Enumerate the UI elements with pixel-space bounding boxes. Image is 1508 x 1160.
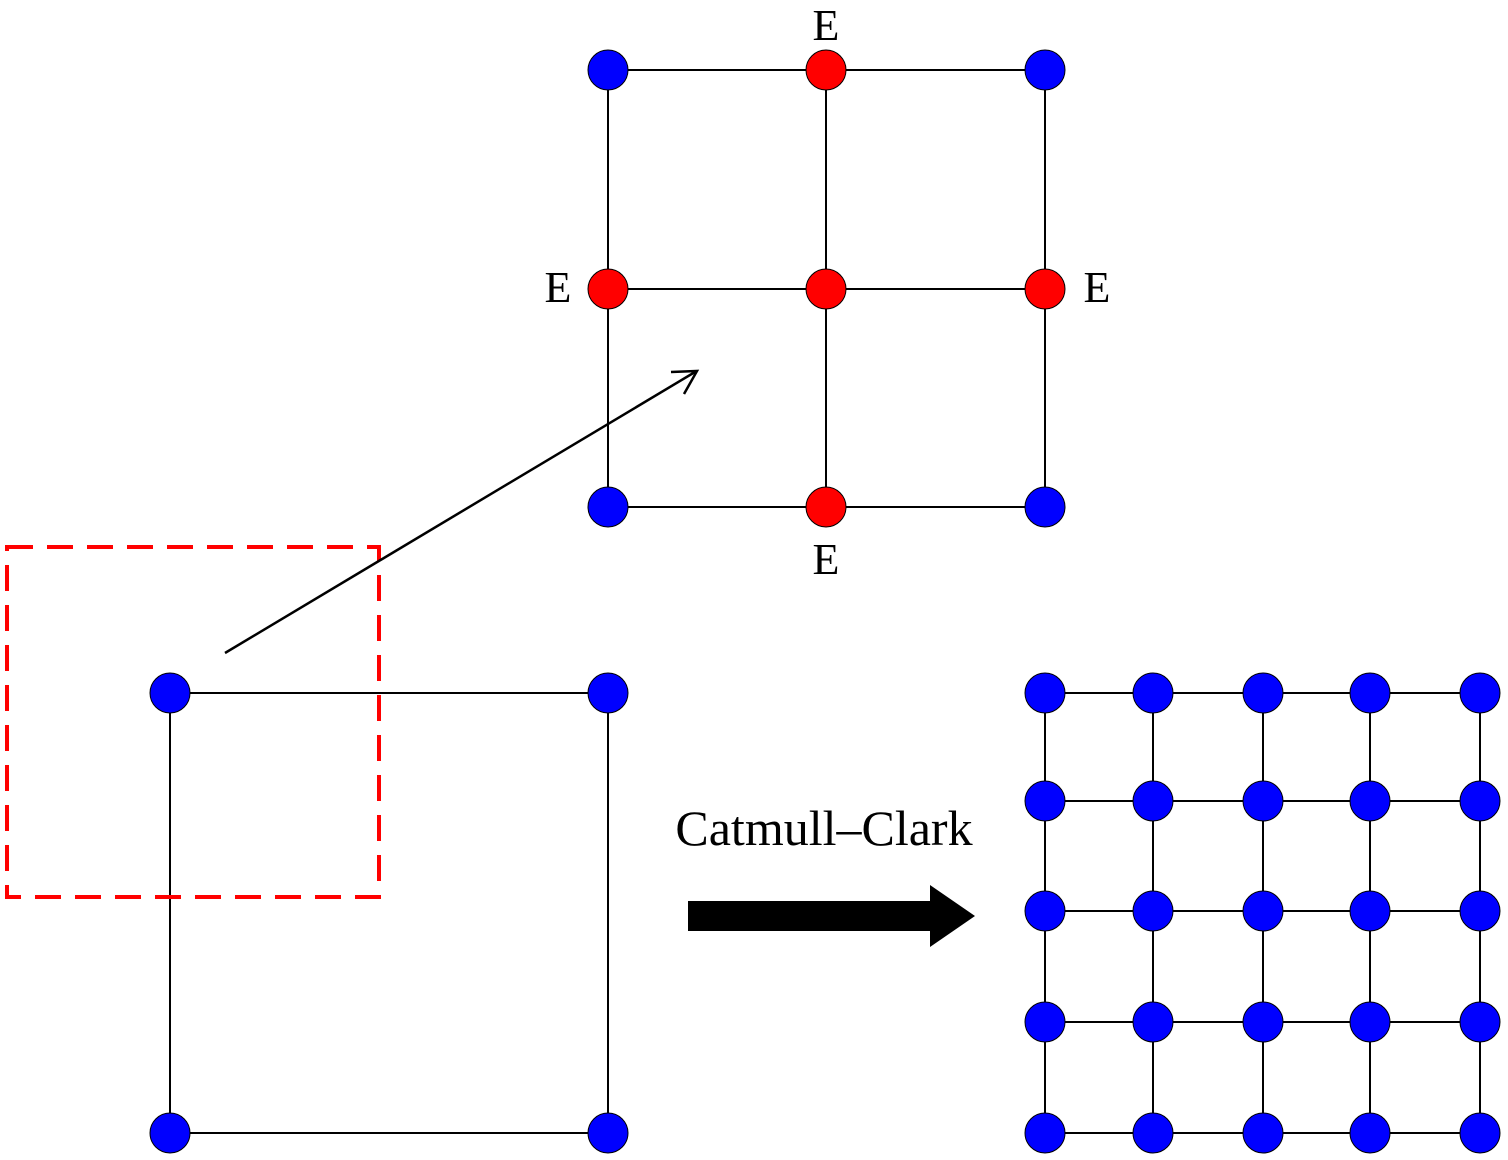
- coarse-vertex: [587, 672, 629, 714]
- refined-vertex: [1132, 1112, 1174, 1154]
- edge-point: [805, 49, 847, 91]
- transform-arrow-icon: [688, 885, 975, 947]
- refined-vertex: [1242, 780, 1284, 822]
- edge-point: [587, 268, 629, 310]
- original-vertex: [587, 486, 629, 528]
- refined-vertex: [1024, 672, 1066, 714]
- refined-vertex: [1024, 780, 1066, 822]
- refined-vertex: [1459, 890, 1501, 932]
- refined-vertex: [1242, 890, 1284, 932]
- highlight-box-layer: [5, 545, 381, 899]
- edge-label-bottom: E: [813, 535, 840, 584]
- refined-vertex: [1459, 1112, 1501, 1154]
- face-point: [805, 268, 847, 310]
- edge-label-right: E: [1084, 263, 1111, 312]
- refined-vertex: [1132, 890, 1174, 932]
- coarse-vertex: [587, 1112, 629, 1154]
- original-vertex: [1024, 49, 1066, 91]
- coarse-vertex: [149, 1112, 191, 1154]
- edge-point: [805, 486, 847, 528]
- refined-vertex: [1132, 672, 1174, 714]
- transform-label: Catmull–Clark: [675, 800, 972, 856]
- refined-vertex: [1349, 890, 1391, 932]
- coarse-vertex: [149, 672, 191, 714]
- zoom-arrowhead: [670, 369, 700, 395]
- refined-vertex: [1242, 1001, 1284, 1043]
- refined-vertex: [1242, 672, 1284, 714]
- arrows-layer: [224, 369, 975, 947]
- refined-vertex: [1242, 1112, 1284, 1154]
- refined-vertex: [1132, 780, 1174, 822]
- highlight-box: [5, 545, 381, 899]
- refined-vertex: [1349, 780, 1391, 822]
- edge-label-top: E: [813, 1, 840, 50]
- refined-vertex: [1349, 1112, 1391, 1154]
- refined-vertex: [1024, 1112, 1066, 1154]
- mesh-points: [149, 49, 1501, 1154]
- original-vertex: [587, 49, 629, 91]
- refined-vertex: [1459, 1001, 1501, 1043]
- edge-point-labels: E E E E: [545, 1, 1111, 584]
- refined-vertex: [1024, 1001, 1066, 1043]
- zoom-arrow-line: [224, 370, 696, 655]
- original-vertex: [1024, 486, 1066, 528]
- refined-vertex: [1459, 780, 1501, 822]
- edge-point: [1024, 268, 1066, 310]
- refined-vertex: [1349, 672, 1391, 714]
- refined-vertex: [1132, 1001, 1174, 1043]
- refined-vertex: [1024, 890, 1066, 932]
- mesh-lines: [169, 69, 1481, 1134]
- refined-vertex: [1459, 672, 1501, 714]
- refined-vertex: [1349, 1001, 1391, 1043]
- edge-label-left: E: [545, 263, 572, 312]
